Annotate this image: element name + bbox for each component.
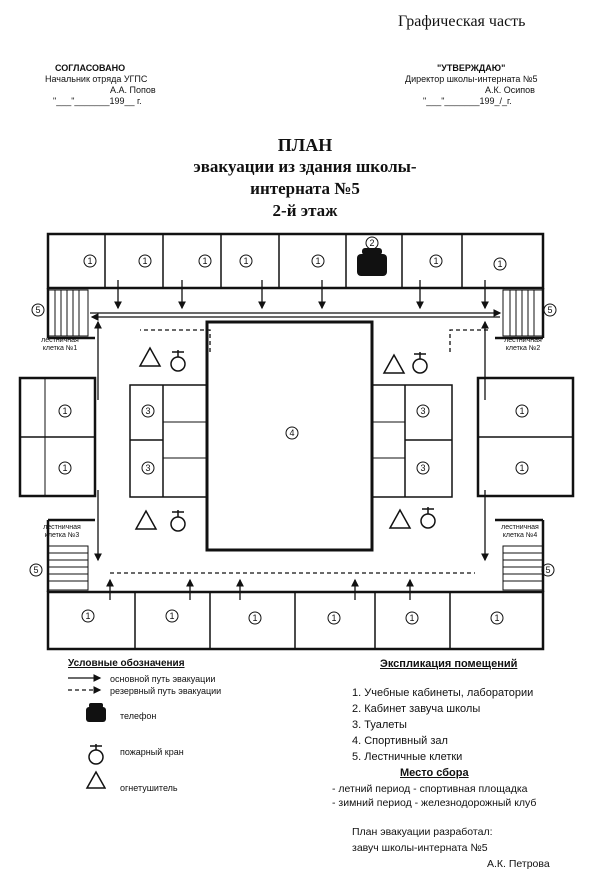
svg-text:1: 1	[433, 256, 438, 266]
right-approval-date: "___"_______199_/_г.	[423, 96, 512, 106]
svg-text:4: 4	[289, 428, 294, 438]
svg-text:1: 1	[331, 613, 336, 623]
svg-text:1: 1	[409, 613, 414, 623]
svg-text:1: 1	[315, 256, 320, 266]
legend-item-reserve-route: резервный путь эвакуации	[110, 686, 222, 696]
explication-item: 4. Спортивный зал	[352, 735, 448, 747]
svg-text:1: 1	[202, 256, 207, 266]
extinguisher-icon	[134, 509, 158, 530]
right-approval-name: А.К. Осипов	[485, 85, 535, 95]
svg-text:1: 1	[494, 613, 499, 623]
hydrant-icon	[170, 356, 186, 372]
svg-text:1: 1	[169, 611, 174, 621]
left-approval-position: Начальник отряда УГПС	[45, 74, 148, 84]
svg-text:1: 1	[497, 259, 502, 269]
right-approval-position: Директор школы-интерната №5	[405, 74, 538, 84]
explication-item: 3. Туалеты	[352, 719, 407, 731]
svg-text:2: 2	[369, 238, 374, 248]
hydrant-icon	[88, 744, 104, 765]
legend-symbols	[68, 674, 106, 789]
author-name: А.К. Петрова	[487, 858, 550, 870]
author-block: План эвакуации разработал: завуч школы-и…	[352, 824, 550, 872]
extinguisher-icon	[85, 770, 106, 789]
right-approval-block: "УТВЕРЖДАЮ" Директор школы-интерната №5 …	[405, 63, 575, 107]
right-approval-title: "УТВЕРЖДАЮ"	[437, 63, 506, 73]
assembly-item: - зимний период - железнодорожный клуб	[332, 797, 537, 809]
hydrant-icon	[420, 513, 436, 529]
svg-text:1: 1	[519, 406, 524, 416]
author-line-1: План эвакуации разработал:	[352, 826, 493, 838]
author-line-2: завуч школы-интерната №5	[352, 842, 488, 854]
explication-item: 2. Кабинет завуча школы	[352, 703, 481, 715]
phone-icon	[86, 703, 106, 722]
extinguisher-icon	[138, 346, 162, 367]
extinguisher-icon	[382, 353, 406, 374]
svg-text:1: 1	[519, 463, 524, 473]
svg-text:1: 1	[142, 256, 147, 266]
legend-item-hydrant: пожарный кран	[120, 747, 184, 757]
left-approval-title: СОГЛАСОВАНО	[55, 63, 126, 73]
extinguisher-icon	[388, 508, 412, 529]
stair-label-1: лестничная клетка №1	[41, 337, 79, 352]
floor-plan: 1 1 1 1 1 2 1 1 5 5 1 1 3 3 4 3 3 1 1 5 5 1 1 1 1 1 1	[18, 232, 575, 651]
left-approval-block: СОГЛАСОВАНО Начальник отряда УГПС А.А. П…	[45, 63, 195, 107]
svg-text:5: 5	[35, 305, 40, 315]
assembly-title: Место сбора	[400, 767, 469, 779]
left-approval-name: А.А. Попов	[110, 85, 156, 95]
svg-text:3: 3	[420, 406, 425, 416]
assembly-item: - летний период - спортивная площадка	[332, 783, 528, 795]
svg-text:1: 1	[252, 613, 257, 623]
svg-text:1: 1	[62, 463, 67, 473]
svg-text:1: 1	[85, 611, 90, 621]
legend-item-extinguisher: огнетушитель	[120, 783, 178, 793]
title-line-2: эвакуации из здания школы-	[193, 157, 417, 176]
svg-text:1: 1	[243, 256, 248, 266]
explication-title: Экспликация помещений	[380, 658, 518, 670]
legend-title: Условные обозначения	[68, 658, 185, 669]
explication-item: 1. Учебные кабинеты, лаборатории	[352, 687, 534, 699]
phone-icon	[357, 248, 387, 276]
svg-text:1: 1	[87, 256, 92, 266]
assembly-list: - летний период - спортивная площадка - …	[332, 782, 536, 810]
title-line-4: 2-й этаж	[272, 201, 338, 220]
svg-text:5: 5	[547, 305, 552, 315]
stair-label-4: лестничная клетка №4	[501, 524, 539, 539]
svg-text:1: 1	[62, 406, 67, 416]
stair-label-2: лестничная клетка №2	[504, 337, 542, 352]
title-line-1: ПЛАН	[277, 135, 333, 155]
svg-text:3: 3	[145, 463, 150, 473]
legend-item-main-route: основной путь эвакуации	[110, 674, 216, 684]
explication-list: 1. Учебные кабинеты, лаборатории 2. Каби…	[352, 685, 533, 765]
section-header: Графическая часть	[398, 13, 526, 30]
svg-text:3: 3	[145, 406, 150, 416]
left-approval-date: "___"_______199__ г.	[53, 96, 142, 106]
hydrant-icon	[412, 358, 428, 374]
plan-title: ПЛАН эвакуации из здания школы- интернат…	[120, 134, 490, 222]
stair-label-3: лестничная клетка №3	[43, 524, 81, 539]
svg-text:5: 5	[545, 565, 550, 575]
legend-item-phone: телефон	[120, 711, 157, 721]
title-line-3: интерната №5	[250, 179, 360, 198]
svg-text:3: 3	[420, 463, 425, 473]
explication-item: 5. Лестничные клетки	[352, 751, 463, 763]
svg-text:5: 5	[33, 565, 38, 575]
hydrant-icon	[170, 516, 186, 532]
